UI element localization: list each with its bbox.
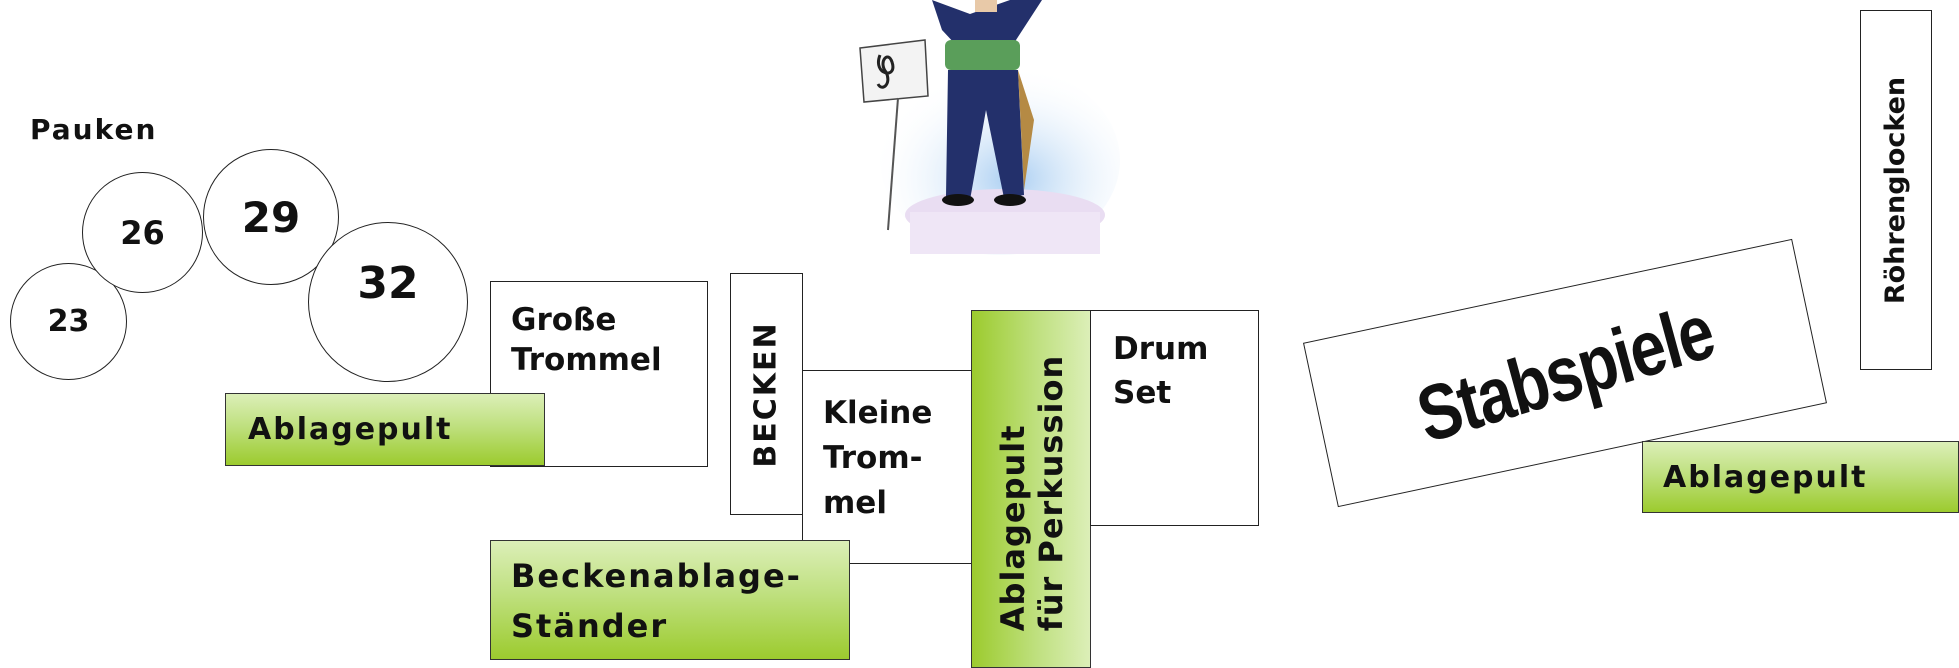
timpani-26: 26 [82,172,203,293]
snare-drum: Kleine Trom- mel [802,370,972,564]
timpani-32: 32 [308,222,468,382]
timpani-29: 29 [203,149,339,285]
cymbal-stand-label-2: Ständer [511,607,669,645]
snare-drum-label-3: mel [823,485,887,521]
percussion-stand: Ablagepult für Perkussion [971,310,1091,668]
mallet-instruments-label: Stabspiele [1407,286,1722,460]
cymbal-stand-label-1: Beckenablage- [511,557,802,595]
cymbals-label: BECKEN [749,320,785,468]
drum-set-label-1: Drum [1113,331,1209,367]
music-stand-right: Ablagepult [1642,441,1959,513]
percussion-stand-label-1: Ablagepult [994,424,1033,632]
cymbals: BECKEN [730,273,803,515]
snare-drum-label-1: Kleine [823,395,933,431]
conductor-illustration [859,0,1120,255]
cymbal-stand: Beckenablage- Ständer [490,540,850,660]
music-stand-left-label: Ablagepult [248,412,453,447]
bass-drum: Große Trommel [490,281,708,467]
music-stand-right-label: Ablagepult [1663,460,1868,495]
snare-drum-label-2: Trom- [823,440,923,476]
percussion-stand-label-2: für Perkussion [1032,354,1071,632]
music-stand-left: Ablagepult [225,393,545,466]
drum-set: Drum Set [1090,310,1259,526]
timpani-title: Pauken [30,113,158,146]
bass-drum-label-2: Trommel [511,342,662,378]
drum-set-label-2: Set [1113,375,1172,411]
tubular-bells-label: Röhrenglocken [1880,76,1912,304]
bass-drum-label-1: Große [511,302,617,338]
tubular-bells: Röhrenglocken [1860,10,1932,370]
